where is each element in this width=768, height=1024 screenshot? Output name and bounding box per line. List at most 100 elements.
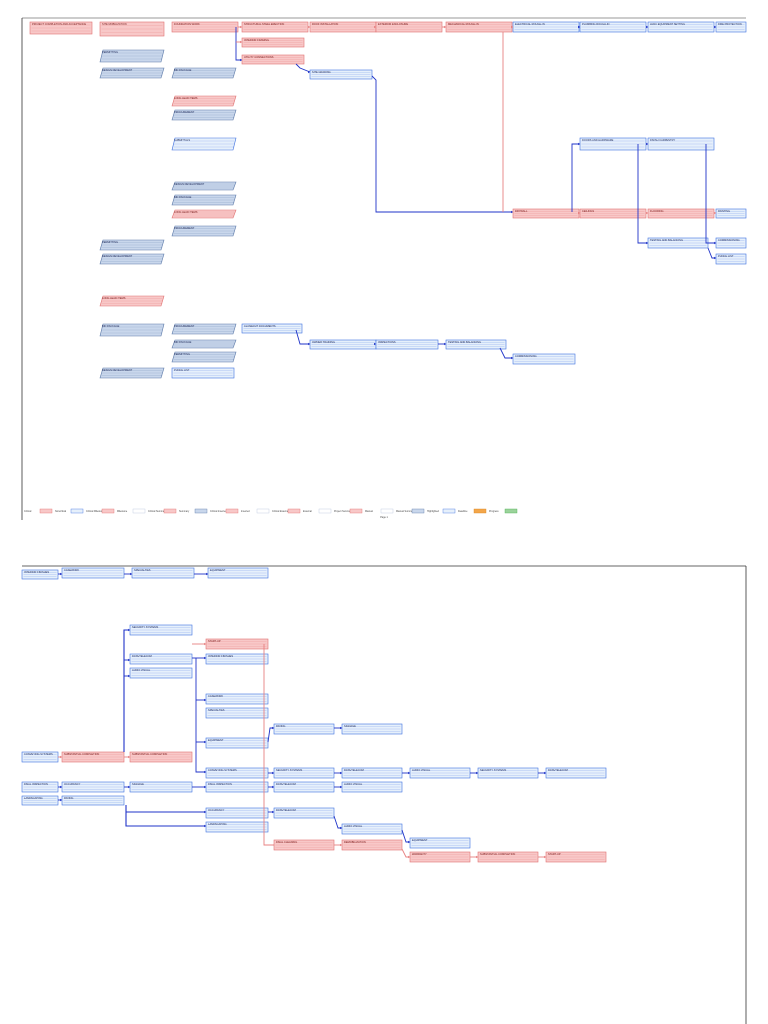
task-box[interactable]: SIGNAGE <box>129 781 193 793</box>
task-box[interactable]: CONVEYING SYSTEMS <box>205 767 269 779</box>
task-box[interactable]: INTERIOR FINISHES <box>205 653 269 665</box>
task-box[interactable]: FINISH CARPENTRY <box>647 137 715 151</box>
task-box[interactable]: INTERIOR FINISHES <box>21 569 59 580</box>
task-box[interactable]: OWNER TRAINING <box>309 339 377 350</box>
task-box[interactable]: FINAL INSPECTION <box>205 781 269 793</box>
task-box[interactable]: BID PACKAGE <box>171 194 237 206</box>
task-box[interactable]: TESTING AND BALANCING <box>445 339 507 350</box>
task-box[interactable]: PERMITTING <box>99 239 165 251</box>
task-box[interactable]: DESIGN DEVELOPMENT <box>99 253 165 265</box>
task-box[interactable]: DATA/TELECOM <box>273 807 335 819</box>
task-box[interactable]: DESIGN DEVELOPMENT <box>171 181 237 191</box>
dependency-link <box>707 247 716 259</box>
task-box[interactable]: DOORS AND HARDWARE <box>579 137 647 151</box>
task-box[interactable]: DESIGN DEVELOPMENT <box>99 367 165 379</box>
task-box[interactable]: CASEWORK <box>61 567 125 579</box>
task-box[interactable]: SPECIALTIES <box>205 707 269 719</box>
task-box[interactable]: SECURITY SYSTEMS <box>273 767 335 779</box>
task-box[interactable]: SIGNAGE <box>341 723 403 735</box>
task-box[interactable]: DRYWALL <box>512 208 580 219</box>
task-box[interactable]: START-UP <box>205 638 269 650</box>
task-box[interactable]: SECURITY SYSTEMS <box>477 767 539 779</box>
task-box[interactable]: DATA/TELECOM <box>129 653 193 665</box>
task-box[interactable]: PERMITTING <box>171 351 237 363</box>
task-box[interactable]: PERMITTING <box>99 49 165 63</box>
task-box[interactable]: MECHANICAL ROUGH-IN <box>445 21 513 33</box>
task-box[interactable]: CEILINGS <box>579 208 647 219</box>
task-box[interactable]: SUBSTANTIAL COMPLETION <box>477 851 539 863</box>
task-box[interactable]: STRUCTURAL STEEL ERECTION <box>241 21 309 33</box>
task-box[interactable]: LANDSCAPING <box>21 795 59 806</box>
task-box[interactable]: HVAC EQUIPMENT SETTING <box>647 21 715 33</box>
task-box[interactable]: LONG LEAD ITEMS <box>171 95 237 107</box>
task-box[interactable]: EXTERIOR ENCLOSURE <box>375 21 443 33</box>
dependency-link <box>371 75 513 213</box>
task-box[interactable]: AUDIO VISUAL <box>129 667 193 679</box>
task-label: CASEWORK <box>208 694 223 698</box>
task-box[interactable]: EQUIPMENT <box>409 837 471 849</box>
task-box[interactable]: UTILITY CONNECTIONS <box>241 54 305 65</box>
dependency-link <box>267 727 274 743</box>
task-box[interactable]: DEMOBILIZATION <box>341 839 403 851</box>
arrow-head <box>308 342 310 346</box>
task-box[interactable]: SUBSTANTIAL COMPLETION <box>61 751 125 763</box>
task-box[interactable]: TESTING AND BALANCING <box>647 237 709 249</box>
task-box[interactable]: ROOF INSTALLATION <box>309 21 377 33</box>
task-box[interactable]: SUBMITTALS <box>171 137 237 151</box>
task-box[interactable]: AUDIO VISUAL <box>341 781 403 793</box>
task-box[interactable]: LONG LEAD ITEMS <box>171 209 237 219</box>
task-box[interactable]: FIRE PROTECTION <box>715 21 747 33</box>
dependency-link <box>571 143 580 212</box>
task-box[interactable]: SITE MOBILIZATION <box>99 21 165 37</box>
dependency-link <box>637 144 648 244</box>
task-box[interactable]: DATA/TELECOM <box>273 781 335 793</box>
task-box[interactable]: EQUIPMENT <box>205 737 269 749</box>
task-box[interactable]: LANDSCAPING <box>205 821 269 833</box>
task-box[interactable]: ELECTRICAL ROUGH-IN <box>512 21 580 33</box>
task-box[interactable]: PAVING <box>61 795 125 806</box>
task-box[interactable]: PROCUREMENT <box>171 323 237 335</box>
task-box[interactable]: SECURITY SYSTEMS <box>129 624 193 636</box>
task-box[interactable]: DATA/TELECOM <box>545 767 607 779</box>
task-box[interactable]: FLOORING <box>647 208 715 219</box>
task-box[interactable]: PROJECT COMPLETION AND ACCEPTANCE <box>29 21 93 35</box>
task-box[interactable]: BID PACKAGE <box>171 339 237 349</box>
task-label: PLUMBING ROUGH-IN <box>582 22 610 26</box>
task-box[interactable]: PROCUREMENT <box>171 109 237 121</box>
task-box[interactable]: BID PACKAGE <box>171 67 237 79</box>
task-box[interactable]: CLOSEOUT DOCUMENTS <box>241 323 303 334</box>
task-box[interactable]: OCCUPANCY <box>205 807 269 819</box>
arrow-head <box>408 840 410 844</box>
task-box[interactable]: DATA/TELECOM <box>341 767 403 779</box>
task-box[interactable]: FINAL CLEANING <box>273 839 335 851</box>
task-box[interactable]: SUBSTANTIAL COMPLETION <box>129 751 193 763</box>
task-box[interactable]: AUDIO VISUAL <box>409 767 471 779</box>
task-box[interactable]: EQUIPMENT <box>207 567 269 579</box>
task-box[interactable]: LONG LEAD ITEMS <box>99 295 165 307</box>
task-box[interactable]: SPECIALTIES <box>131 567 195 579</box>
task-box[interactable]: COMMISSIONING <box>512 353 576 365</box>
task-label: ROOF INSTALLATION <box>312 22 338 26</box>
task-box[interactable]: OCCUPANCY <box>61 781 125 793</box>
task-box[interactable]: WARRANTY <box>409 851 471 863</box>
task-box[interactable]: COMMISSIONING <box>715 237 747 249</box>
task-box[interactable]: AUDIO VISUAL <box>341 823 403 835</box>
task-box[interactable]: CONVEYING SYSTEMS <box>21 751 59 763</box>
task-box[interactable]: PUNCH LIST <box>171 367 235 379</box>
arrow-head <box>204 656 206 660</box>
task-box[interactable]: FOUNDATION WORK <box>171 21 239 33</box>
task-box[interactable]: DESIGN DEVELOPMENT <box>99 67 165 79</box>
task-box[interactable]: START-UP <box>545 851 607 863</box>
task-box[interactable]: BID PACKAGE <box>99 323 165 337</box>
task-box[interactable]: INTERIOR FRAMING <box>241 37 305 48</box>
task-label: DESIGN DEVELOPMENT <box>174 182 205 186</box>
task-box[interactable]: SITE GRADING <box>309 69 373 80</box>
task-box[interactable]: INSPECTIONS <box>375 339 439 350</box>
task-box[interactable]: PUNCH LIST <box>715 253 747 265</box>
task-box[interactable]: PAINTING <box>715 208 747 219</box>
task-box[interactable]: PLUMBING ROUGH-IN <box>579 21 647 33</box>
task-box[interactable]: FINAL INSPECTION <box>21 781 59 793</box>
task-box[interactable]: PROCUREMENT <box>171 225 237 237</box>
task-box[interactable]: PAVING <box>273 723 335 735</box>
task-box[interactable]: CASEWORK <box>205 693 269 705</box>
